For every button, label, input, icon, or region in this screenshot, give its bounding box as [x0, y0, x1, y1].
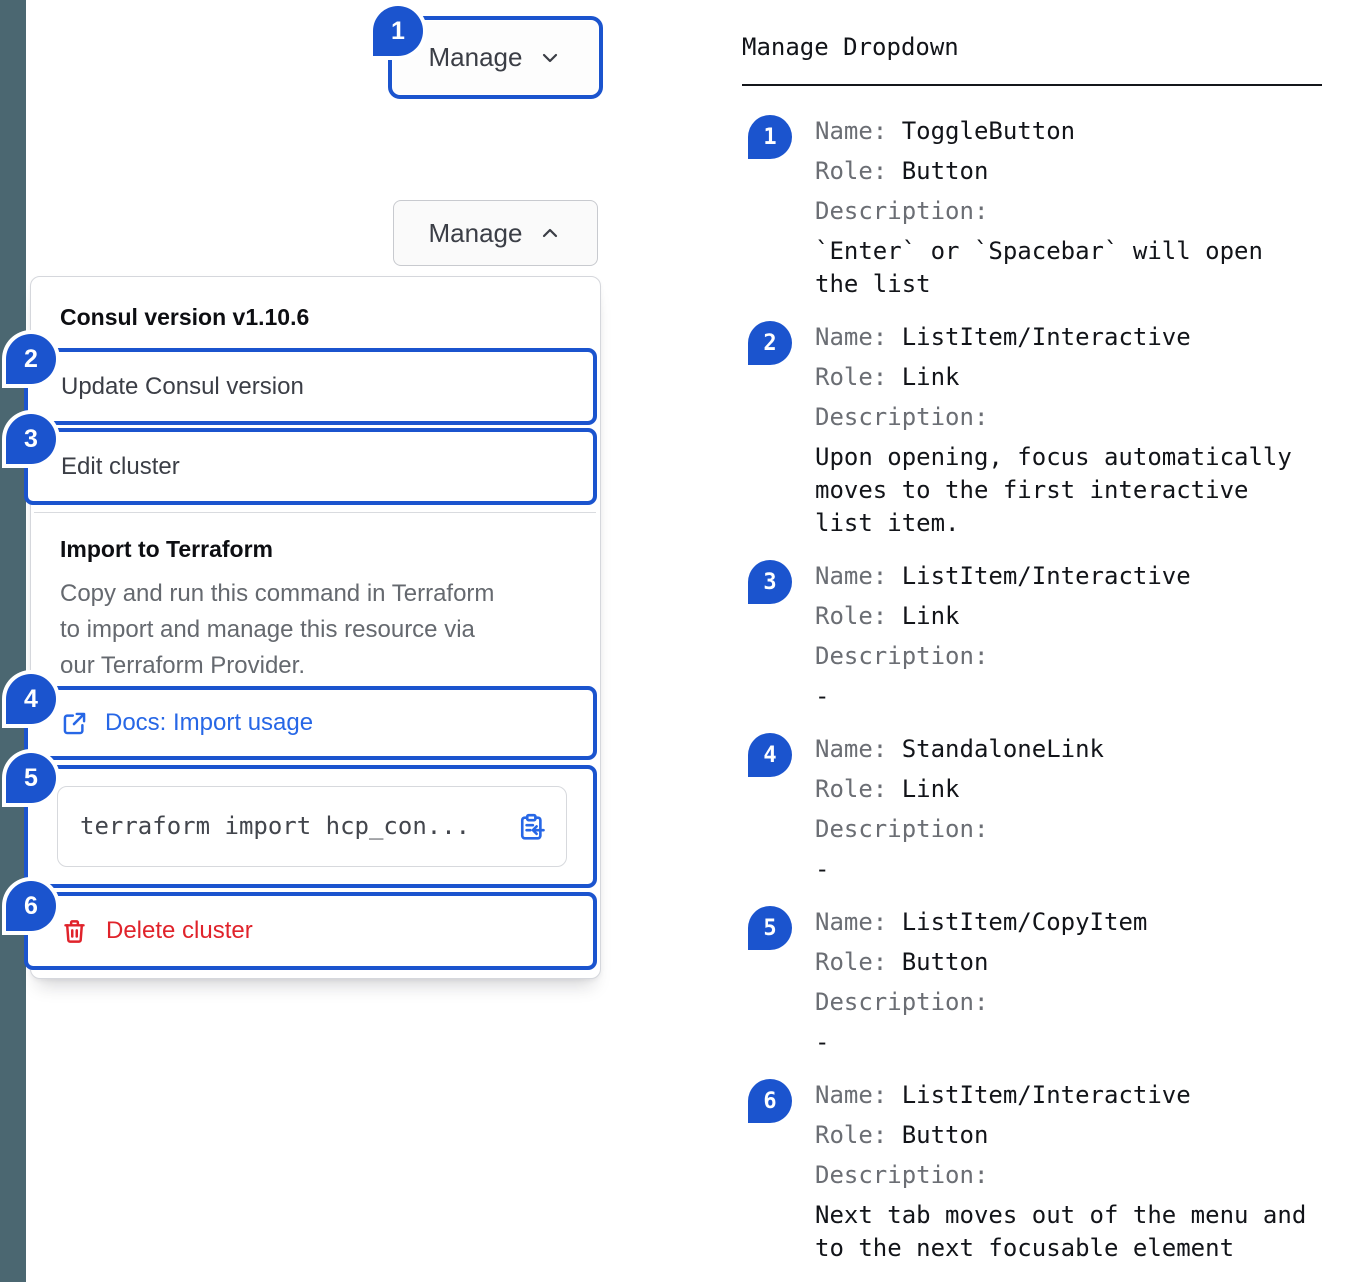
consul-version-header: Consul version v1.10.6: [60, 304, 310, 330]
role-value: Link: [901, 363, 960, 391]
role-label: Role:: [815, 775, 888, 803]
name-label: Name:: [815, 323, 888, 351]
annotation-badge-4: 4: [748, 733, 792, 777]
copy-command-item-focus: 5 terraform import hcp_con...: [6, 753, 597, 888]
role-label: Role:: [815, 157, 888, 185]
annotation-badge-2: 2: [6, 334, 56, 384]
name-value: ToggleButton: [901, 117, 1076, 145]
import-to-terraform-header: Import to Terraform: [60, 536, 273, 562]
name-value: ListItem/Interactive: [901, 1081, 1191, 1109]
description-value: -: [815, 1028, 830, 1056]
docs-import-usage-link[interactable]: Docs: Import usage: [28, 690, 593, 756]
update-consul-version-item[interactable]: Update Consul version: [61, 373, 304, 400]
name-value: ListItem/Interactive: [901, 562, 1191, 590]
spec-title-rule: [742, 84, 1322, 86]
delete-cluster-label: Delete cluster: [106, 917, 253, 944]
role-value: Link: [901, 602, 960, 630]
docs-link-label: Docs: Import usage: [105, 709, 314, 736]
clipboard-copy-icon[interactable]: [516, 812, 546, 842]
manage-toggle-focus-ring: 1 Manage: [373, 6, 603, 99]
annotation-badge-1: 1: [748, 115, 792, 159]
manage-dropdown-toggle-open[interactable]: Manage: [393, 200, 598, 266]
description-label: Description:: [815, 403, 989, 431]
trash-icon: [64, 919, 85, 943]
description-label: Description:: [815, 988, 989, 1016]
spec-item-5: 5 Name: ListItem/CopyItem Role: Button D…: [742, 902, 1322, 1059]
chevron-down-icon: [543, 53, 558, 62]
annotation-badge-2: 2: [748, 321, 792, 365]
name-label: Name:: [815, 117, 888, 145]
spec-item-2: 2 Name: ListItem/Interactive Role: Link …: [742, 317, 1322, 540]
spec-list: 1 Name: ToggleButton Role: Button Descri…: [742, 111, 1322, 1265]
role-label: Role:: [815, 363, 888, 391]
window-side-strip: [0, 0, 26, 1282]
delete-cluster-item[interactable]: Delete cluster: [28, 896, 593, 966]
role-label: Role:: [815, 1121, 888, 1149]
annotation-badge-3: 3: [748, 560, 792, 604]
spec-title: Manage Dropdown: [742, 33, 959, 61]
description-label: Description:: [815, 642, 989, 670]
import-description: Copy and run this command in Terraform t…: [60, 580, 495, 679]
edit-cluster-item-focus: 3 Edit cluster: [6, 414, 597, 505]
name-label: Name:: [815, 1081, 888, 1109]
role-value: Link: [901, 775, 960, 803]
annotation-badge-3: 3: [6, 414, 56, 464]
manage-toggle-label: Manage: [428, 217, 523, 248]
update-consul-version-item-focus: 2 Update Consul version: [6, 334, 597, 425]
name-value: StandaloneLink: [901, 735, 1104, 763]
role-value: Button: [901, 1121, 989, 1149]
description-label: Description:: [815, 197, 989, 225]
manage-dropdown-toggle-closed[interactable]: Manage: [393, 21, 598, 94]
chevron-up-icon: [543, 228, 558, 238]
name-label: Name:: [815, 908, 888, 936]
terraform-import-command: terraform import hcp_con...: [80, 812, 471, 840]
name-label: Name:: [815, 735, 888, 763]
manage-dropdown-menu: Consul version v1.10.6 2 Update Consul v…: [6, 276, 601, 979]
external-link-icon: [63, 712, 86, 734]
role-label: Role:: [815, 948, 888, 976]
docs-import-usage-focus: 4 Docs: Import usage: [6, 674, 597, 760]
manage-toggle-label: Manage: [428, 42, 523, 72]
description-value: -: [815, 682, 830, 710]
role-value: Button: [901, 157, 989, 185]
description-value: Next tab moves out of the menu and to th…: [815, 1201, 1307, 1262]
terraform-import-code-field[interactable]: terraform import hcp_con...: [57, 786, 567, 867]
annotation-badge-5: 5: [6, 753, 56, 803]
name-value: ListItem/CopyItem: [901, 908, 1148, 936]
annotation-badge-5: 5: [748, 906, 792, 950]
annotation-badge-6: 6: [748, 1079, 792, 1123]
menu-separator: [34, 512, 596, 513]
role-label: Role:: [815, 602, 888, 630]
spec-item-1: 1 Name: ToggleButton Role: Button Descri…: [742, 111, 1322, 301]
description-value: Upon opening, focus automatically moves …: [815, 443, 1292, 537]
description-label: Description:: [815, 1161, 989, 1189]
spec-item-6: 6 Name: ListItem/Interactive Role: Butto…: [742, 1075, 1322, 1265]
spec-panel: Manage Dropdown 1 Name: ToggleButton Rol…: [742, 30, 1322, 1281]
description-value: `Enter` or `Spacebar` will open the list: [815, 237, 1263, 298]
name-value: ListItem/Interactive: [901, 323, 1191, 351]
annotation-badge-6: 6: [6, 881, 56, 931]
role-value: Button: [901, 948, 989, 976]
edit-cluster-item[interactable]: Edit cluster: [61, 453, 180, 480]
annotation-badge-1: 1: [373, 6, 423, 56]
delete-cluster-item-focus: 6 Delete cluster: [6, 881, 597, 970]
description-value: -: [815, 855, 830, 883]
spec-item-3: 3 Name: ListItem/Interactive Role: Link …: [742, 556, 1322, 713]
description-label: Description:: [815, 815, 989, 843]
name-label: Name:: [815, 562, 888, 590]
annotation-badge-4: 4: [6, 674, 56, 724]
spec-item-4: 4 Name: StandaloneLink Role: Link Descri…: [742, 729, 1322, 886]
